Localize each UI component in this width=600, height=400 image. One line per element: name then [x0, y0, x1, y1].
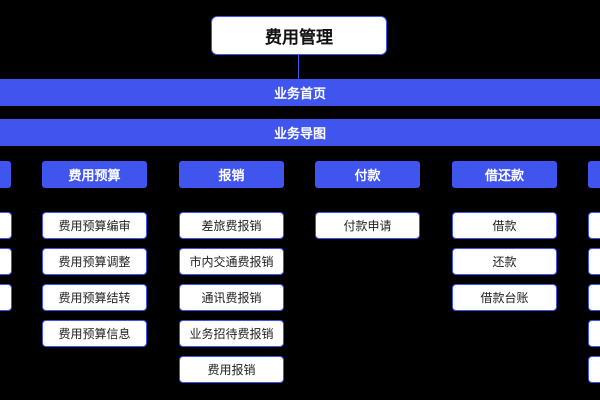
- band-guide-label: 业务导图: [273, 127, 326, 142]
- leaf-loan-1[interactable]: 借款: [452, 212, 557, 239]
- leaf-right-partial-4: [588, 320, 600, 347]
- column-head-label: 报销: [218, 169, 245, 184]
- leaf-reimb-3[interactable]: 通讯费报销: [179, 284, 284, 311]
- leaf-left-partial-2: [0, 248, 12, 275]
- leaf-right-partial-2: [588, 248, 600, 275]
- leaf-label: 费用预算结转: [58, 291, 131, 305]
- column-head-right-partial: [588, 161, 600, 188]
- leaf-loan-2[interactable]: 还款: [452, 248, 557, 275]
- column-head-label: 付款: [354, 169, 381, 184]
- column-head-payment[interactable]: 付款: [315, 161, 420, 188]
- band-guide[interactable]: 业务导图: [0, 119, 600, 146]
- leaf-label: 市内交通费报销: [189, 255, 274, 269]
- column-head-loan[interactable]: 借还款: [452, 161, 557, 188]
- leaf-label: 付款申请: [343, 219, 392, 233]
- leaf-budget-2[interactable]: 费用预算调整: [42, 248, 147, 275]
- leaf-left-partial-3: [0, 284, 12, 311]
- root-node-label: 费用管理: [265, 28, 333, 48]
- leaf-right-partial-1: [588, 212, 600, 239]
- root-node[interactable]: 费用管理: [211, 16, 387, 55]
- column-head-label: 费用预算: [68, 169, 121, 184]
- leaf-right-partial-3: [588, 284, 600, 311]
- leaf-budget-1[interactable]: 费用预算编审: [42, 212, 147, 239]
- leaf-budget-4[interactable]: 费用预算信息: [42, 320, 147, 347]
- column-head-label: 借还款: [484, 169, 524, 184]
- leaf-budget-3[interactable]: 费用预算结转: [42, 284, 147, 311]
- band-home-label: 业务首页: [273, 87, 326, 102]
- leaf-right-partial-5: [588, 356, 600, 383]
- leaf-label: 业务招待费报销: [189, 327, 274, 341]
- leaf-loan-3[interactable]: 借款台账: [452, 284, 557, 311]
- column-head-reimbursement[interactable]: 报销: [179, 161, 284, 188]
- leaf-label: 借款: [492, 219, 517, 233]
- leaf-label: 通讯费报销: [201, 291, 262, 305]
- leaf-reimb-4[interactable]: 业务招待费报销: [179, 320, 284, 347]
- leaf-label: 费用报销: [207, 363, 256, 377]
- leaf-label: 费用预算信息: [58, 327, 131, 341]
- leaf-label: 还款: [492, 255, 517, 269]
- column-head-budget[interactable]: 费用预算: [42, 161, 147, 188]
- leaf-reimb-5[interactable]: 费用报销: [179, 356, 284, 383]
- root-connector: [298, 55, 299, 79]
- column-head-left-partial: [0, 161, 11, 188]
- leaf-reimb-2[interactable]: 市内交通费报销: [179, 248, 284, 275]
- leaf-reimb-1[interactable]: 差旅费报销: [179, 212, 284, 239]
- leaf-label: 借款台账: [480, 291, 529, 305]
- band-home[interactable]: 业务首页: [0, 79, 600, 106]
- leaf-left-partial-1: [0, 212, 12, 239]
- leaf-payment-1[interactable]: 付款申请: [315, 212, 420, 239]
- leaf-label: 费用预算调整: [58, 255, 131, 269]
- leaf-label: 费用预算编审: [58, 219, 131, 233]
- leaf-label: 差旅费报销: [201, 219, 262, 233]
